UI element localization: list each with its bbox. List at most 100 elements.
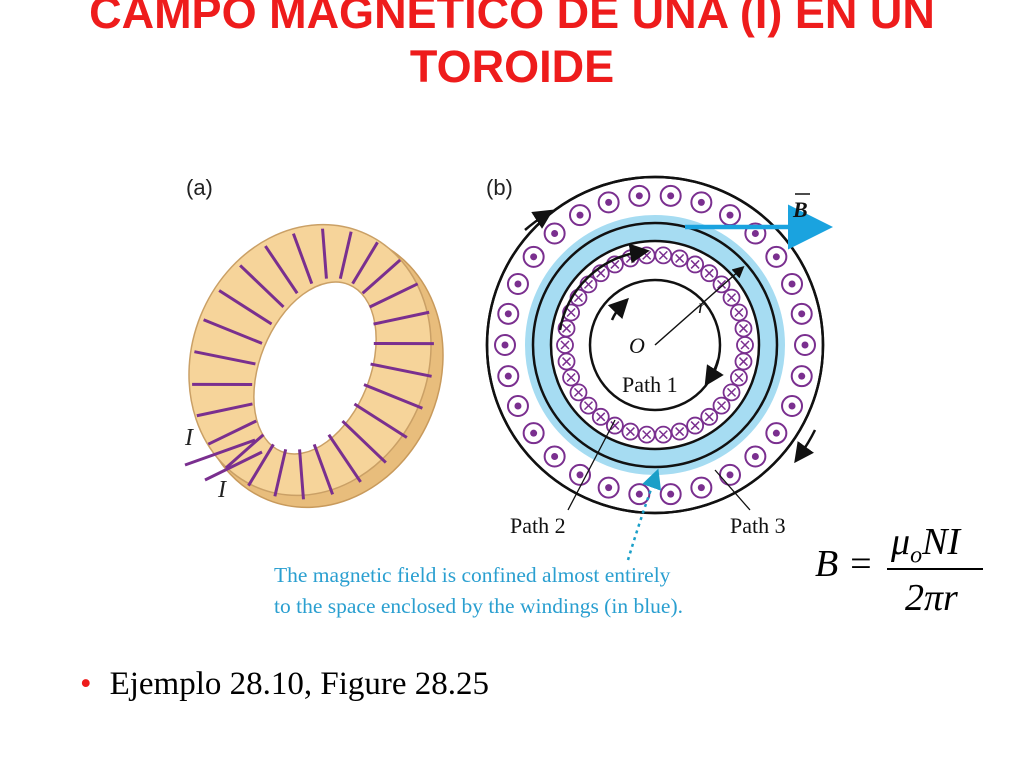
conductor-dot — [697, 198, 705, 206]
winding-line — [196, 402, 253, 418]
winding-line — [218, 289, 273, 326]
winding-line — [353, 402, 408, 439]
conductor-cross — [716, 401, 727, 411]
conductor-dot — [530, 253, 538, 261]
caption-line-2: to the space enclosed by the windings (i… — [274, 594, 683, 618]
conductor-cross — [596, 268, 606, 278]
winding-line — [207, 419, 257, 446]
current-out-label: I — [217, 477, 227, 503]
winding-line — [321, 228, 328, 279]
path-3-label: Path 3 — [730, 513, 786, 538]
conductor-cross — [562, 323, 572, 333]
conductor-cross — [716, 279, 727, 289]
path-1-arrow-a — [607, 297, 629, 321]
conductor-dot — [514, 280, 522, 288]
panel-a-label: (a) — [186, 175, 213, 200]
winding-line — [327, 433, 362, 483]
conductor-dot — [605, 198, 613, 206]
conductor-cross — [610, 421, 620, 431]
winding-line — [224, 433, 265, 470]
conductor-cross — [573, 293, 584, 303]
conductor-dot — [697, 484, 705, 492]
winding-line — [298, 449, 305, 500]
conductor-dot — [504, 372, 512, 380]
conductor-cross — [562, 357, 572, 367]
winding-line — [351, 241, 379, 285]
winding-line — [239, 264, 285, 309]
conductor-cross — [625, 427, 635, 437]
bullet-text: Ejemplo 28.10, Figure 28.25 — [109, 666, 490, 702]
field-vector-label: B — [792, 197, 808, 222]
conductor-dot — [635, 490, 643, 498]
conductor-cross — [573, 387, 584, 397]
conductor-cross — [704, 412, 714, 422]
path-3-arrow-b — [524, 209, 554, 231]
conductor-cross — [726, 293, 737, 303]
panel-b-label: (b) — [486, 175, 513, 200]
path-2-leader — [567, 419, 616, 511]
conductor-dot — [798, 310, 806, 318]
conductor-dot — [772, 253, 780, 261]
path-3-arrow-a — [794, 429, 817, 464]
conductor-dot — [751, 452, 759, 460]
formula-denominator: 2πr — [905, 577, 958, 619]
current-in-label: I — [184, 425, 194, 451]
center-label: O — [629, 333, 645, 358]
conductor-cross — [734, 307, 744, 318]
conductor-dot — [726, 211, 734, 219]
inner-wall — [549, 239, 761, 451]
caption-line-1: The magnetic field is confined almost en… — [274, 563, 671, 587]
conductor-dot — [576, 211, 584, 219]
formula-num-rest: NI — [922, 521, 961, 563]
winding-line — [264, 245, 299, 295]
radius-label: r — [698, 296, 706, 318]
conductor-cross — [738, 357, 748, 367]
conductor-cross — [642, 430, 652, 440]
conductor-dot — [788, 280, 796, 288]
conductor-dot — [551, 230, 559, 238]
winding-line — [369, 282, 419, 309]
conductor-dot — [751, 230, 759, 238]
conductor-dot — [530, 429, 538, 437]
conductor-cross — [690, 259, 700, 269]
figure-caption: The magnetic field is confined almost en… — [274, 560, 683, 622]
winding-line — [291, 233, 314, 285]
conductor-cross — [583, 401, 594, 411]
conductor-cross — [738, 323, 748, 333]
conductor-cross — [566, 372, 576, 383]
conductor-dot — [635, 192, 643, 200]
slide-title: CAMPO MAGNÉTICO DE UNA (I) EN UN TOROIDE — [0, 0, 1024, 94]
winding-line — [373, 310, 430, 326]
conductor-cross — [583, 279, 594, 289]
radius-line — [654, 266, 745, 346]
winding-line — [363, 383, 423, 410]
path-3-leader — [714, 469, 751, 511]
outer-conductors — [494, 184, 816, 506]
conductor-cross — [596, 412, 606, 422]
path-1-arrow-b — [704, 359, 724, 387]
toroid-cross-section — [485, 175, 833, 561]
conductor-cross — [690, 421, 700, 431]
field-formula: B = μoNI 2πr — [815, 520, 995, 630]
conductor-cross — [675, 427, 685, 437]
bullet-dot: • — [80, 666, 92, 702]
conductor-cross — [704, 268, 714, 278]
conductor-cross — [566, 307, 576, 318]
winding-line — [338, 231, 353, 280]
conductor-cross — [658, 430, 668, 440]
formula-mu: μ — [891, 521, 911, 563]
winding-line — [194, 350, 256, 366]
conductor-dot — [576, 471, 584, 479]
conductor-cross — [560, 340, 570, 350]
path-1-circle — [588, 278, 722, 412]
winding-line — [361, 258, 402, 295]
path-2-circle — [531, 221, 779, 469]
inner-conductors — [556, 246, 754, 444]
conductor-cross — [658, 250, 668, 260]
title-line-2: TOROIDE — [409, 41, 615, 92]
conductor-dot — [772, 429, 780, 437]
formula-numerator: μoNI — [891, 520, 960, 570]
conductor-cross — [675, 253, 685, 263]
winding-line — [203, 318, 263, 345]
conductor-dot — [551, 452, 559, 460]
